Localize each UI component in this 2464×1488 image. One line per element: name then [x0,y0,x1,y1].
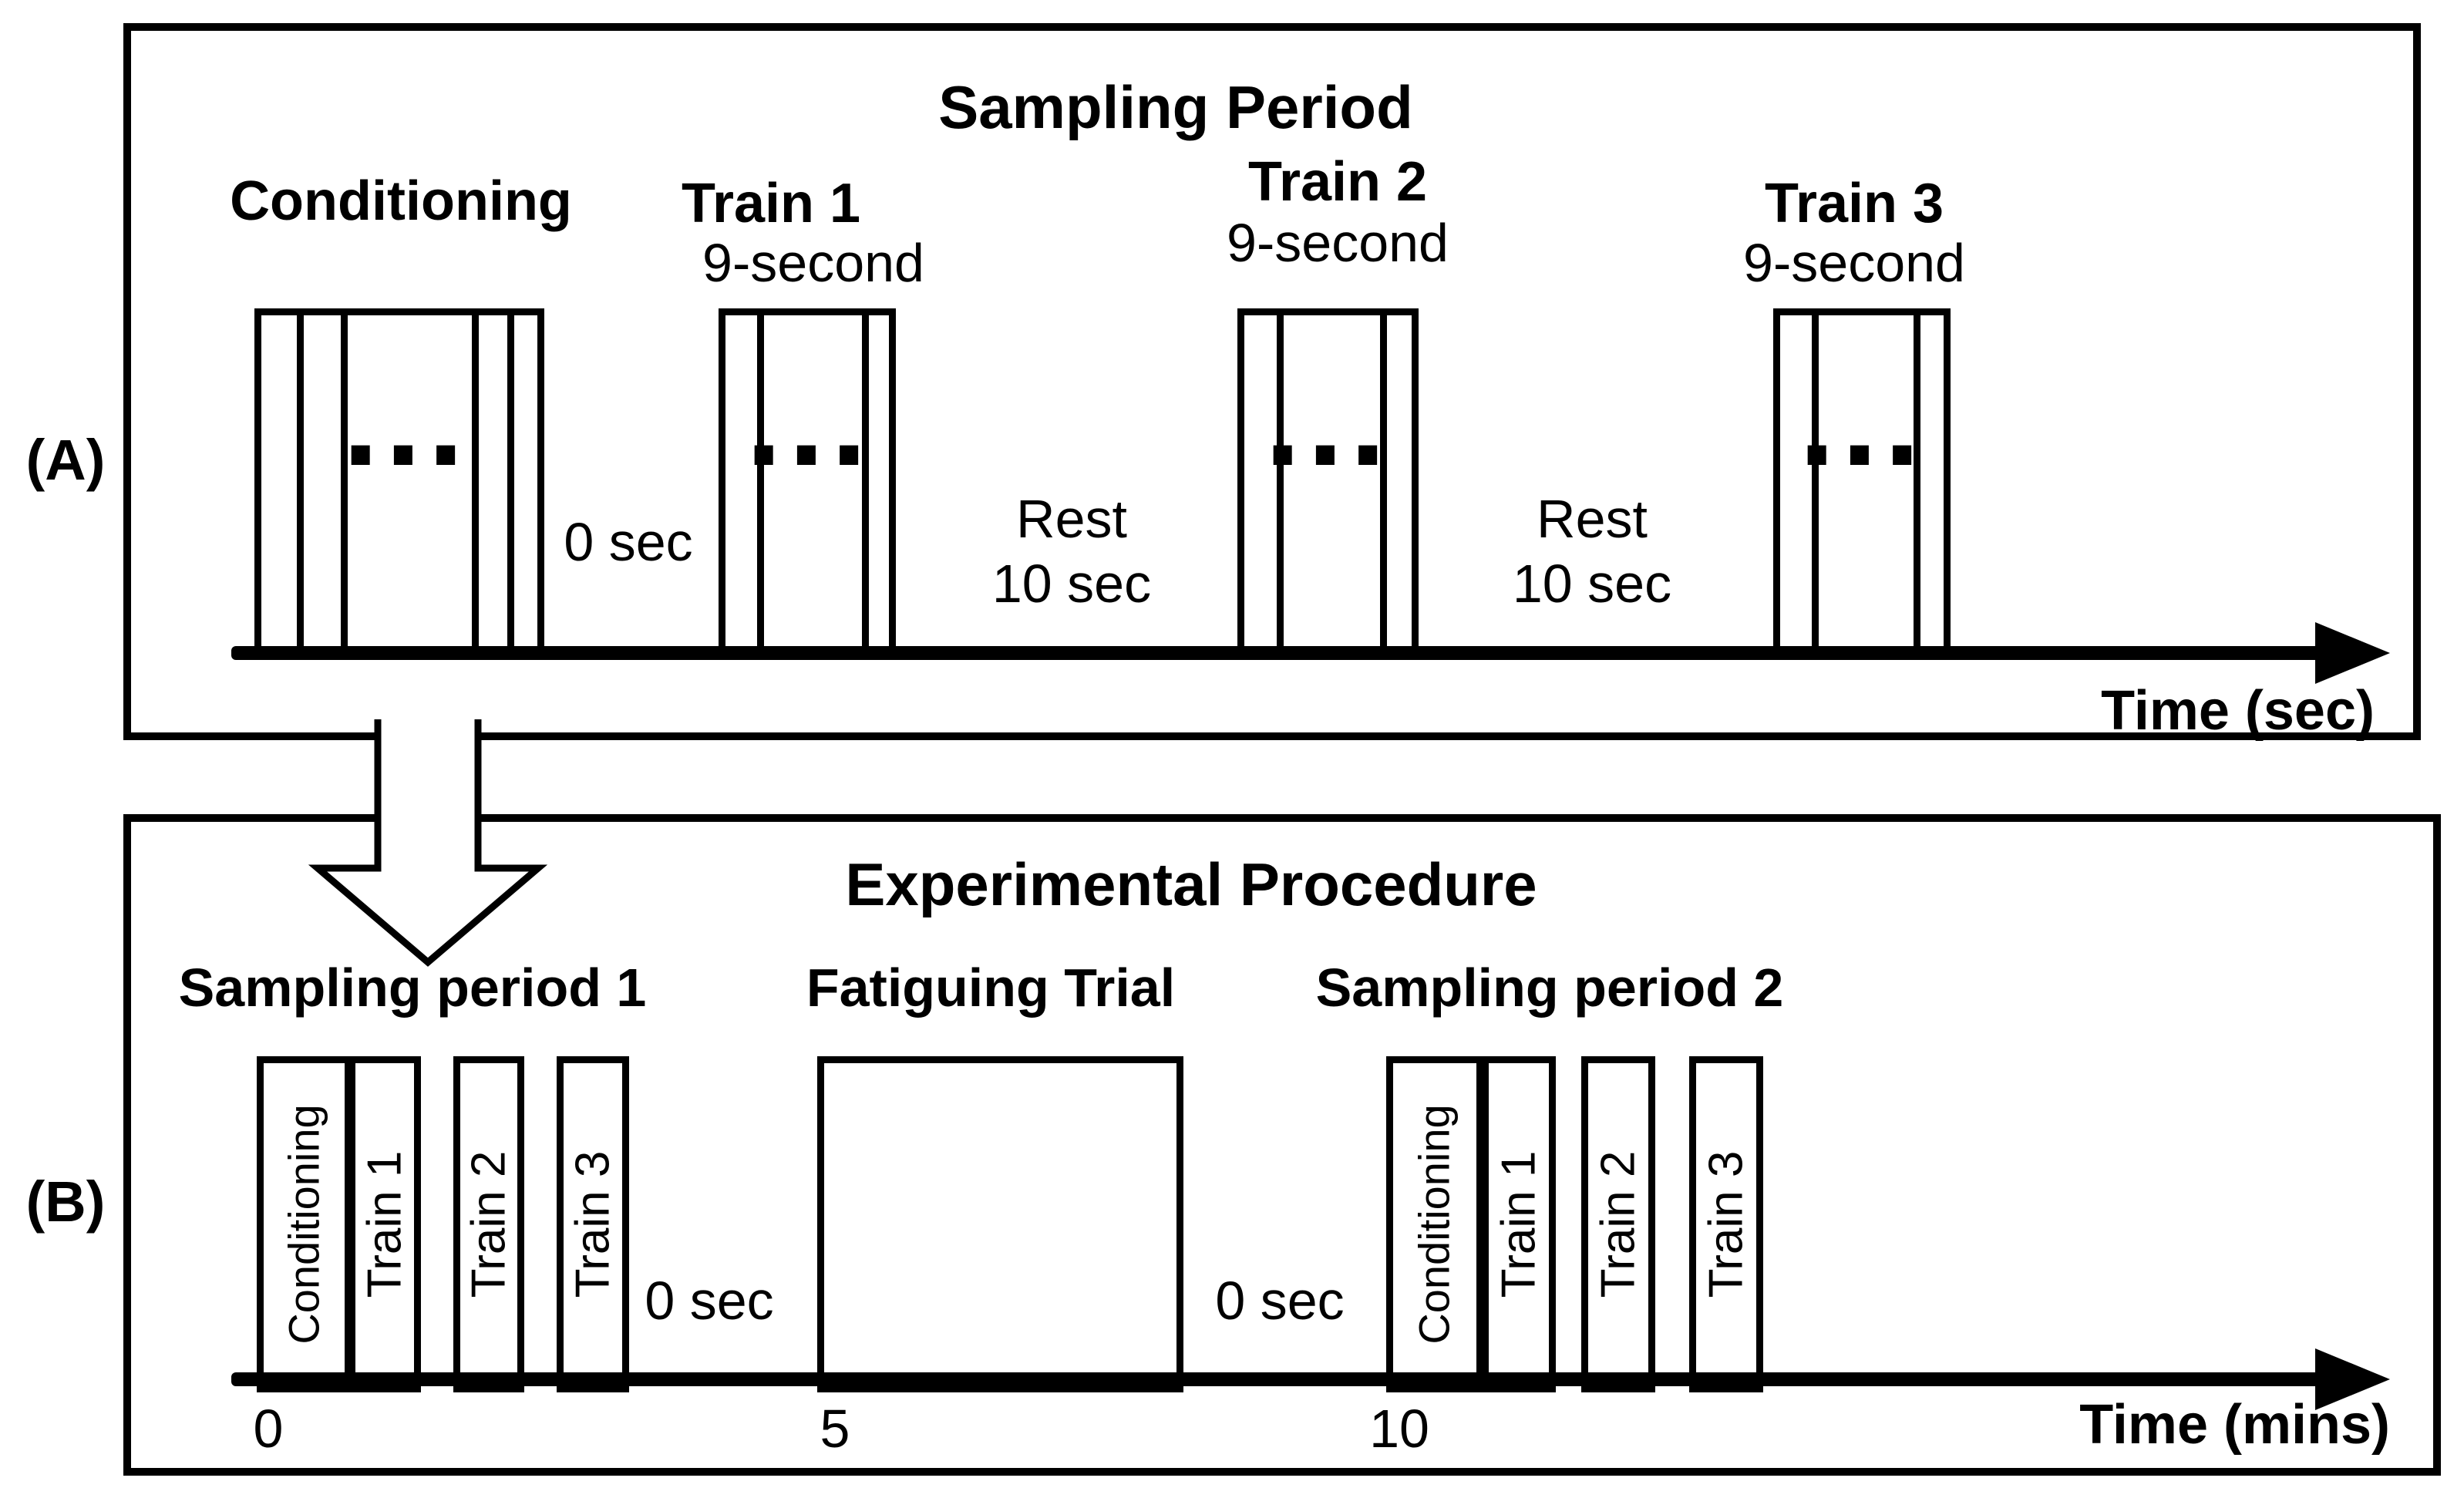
pulse-line [297,315,304,653]
conditioning-ellipsis: ... [342,347,470,493]
panel-a-title: Sampling Period [938,73,1413,141]
time-axis-a [231,646,2321,660]
conditioning-label: Conditioning [230,170,572,232]
axis-arrowhead-icon [2315,1348,2390,1410]
bar-train1-2: Train 1 [1482,1056,1556,1392]
pulse-line [1812,315,1819,653]
bar-train3-1: Train 3 [557,1056,629,1392]
bar-label: Train 3 [1699,1150,1753,1298]
fatiguing-trial-label: Fatiguing Trial [806,958,1176,1018]
bar-label: Train 1 [358,1150,412,1298]
pulse-line [757,315,764,653]
rest-label-2: Rest [1537,489,1648,549]
bar-conditioning-2: Conditioning [1386,1056,1483,1392]
train3-pulse-block [1773,308,1951,653]
bar-label: Conditioning [1410,1104,1459,1345]
rest-label-1: Rest [1016,489,1127,549]
time-axis-label-b: Time (mins) [2079,1394,2390,1456]
train3-ellipsis: ... [1799,347,1927,493]
zero-sec-label-b1: 0 sec [645,1271,774,1331]
panel-a-tag: (A) [25,428,106,492]
tick-0: 0 [253,1399,284,1459]
train2-label: Train 2 [1247,151,1428,213]
bar-conditioning-1: Conditioning [257,1056,352,1392]
bar-label: Train 2 [462,1150,516,1298]
panel-b-tag: (B) [25,1170,106,1234]
bar-label: Train 1 [1492,1150,1546,1298]
pulse-line [1914,315,1920,653]
zero-sec-label-b2: 0 sec [1215,1271,1345,1331]
pulse-line [507,315,514,653]
bar-train3-2: Train 3 [1689,1056,1763,1392]
bar-train1-1: Train 1 [348,1056,421,1392]
bar-label: Conditioning [279,1104,328,1345]
train2-ellipsis: ... [1264,347,1392,493]
tick-10: 10 [1369,1399,1429,1459]
bar-label: Train 2 [1591,1150,1645,1298]
panel-b-title: Experimental Procedure [845,850,1537,918]
train3-label: Train 3 [1764,173,1944,234]
train2-pulse-block [1237,308,1419,653]
pulse-line [472,315,479,653]
pulse-line [1277,315,1284,653]
train1-label: Train 1 [681,173,861,234]
zero-sec-label-a: 0 sec [564,512,693,572]
axis-arrowhead-icon [2315,622,2390,684]
time-axis-label-a: Time (sec) [2101,680,2375,742]
tick-5: 5 [820,1399,850,1459]
train2-duration: 9-second [1227,213,1449,273]
train1-ellipsis: ... [746,347,874,493]
bar-train2-1: Train 2 [453,1056,524,1392]
down-arrow-icon [308,719,547,967]
rest-duration-2: 10 sec [1512,554,1672,614]
sampling-period-2-label: Sampling period 2 [1315,958,1784,1018]
pulse-line [1380,315,1387,653]
sampling-period-1-label: Sampling period 1 [178,958,647,1018]
rest-duration-1: 10 sec [991,554,1152,614]
pulse-line [862,315,869,653]
pulse-line [341,315,348,653]
train1-duration: 9-second [702,233,924,293]
bar-train2-2: Train 2 [1581,1056,1655,1392]
fatiguing-trial-block [817,1056,1183,1392]
time-axis-b [231,1372,2321,1386]
train3-duration: 9-second [1743,233,1965,293]
train1-pulse-block [719,308,896,653]
conditioning-pulse-block [254,308,544,653]
